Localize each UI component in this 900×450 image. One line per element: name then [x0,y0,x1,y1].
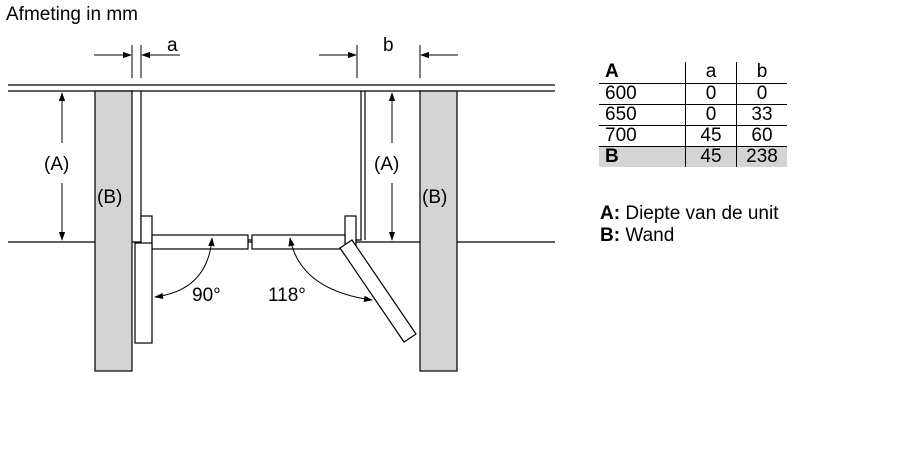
legend-text: Wand [625,225,675,246]
legend-item: B: Wand [600,225,779,247]
legend-item: A: Diepte van de unit [600,203,779,225]
wall-right [419,90,458,372]
table-row: 650 0 33 [599,104,787,126]
legend-text: Diepte van de unit [625,203,779,224]
legend-key: B: [600,225,621,246]
angle-label-118: 118° [268,285,306,306]
angle-label-90: 90° [192,285,221,306]
appliance-body [140,91,362,241]
door-left-closed [151,234,249,250]
table-row-highlighted: B 45 238 [599,146,787,167]
table-header-cell: a [685,62,737,84]
table-cell: B [599,146,686,167]
door-right-open-118 [339,239,417,343]
angle-arc-118 [288,237,373,303]
table-cell: 60 [751,125,773,146]
diagram-title: Afmeting in mm [6,4,138,25]
wall-left [94,90,133,372]
table-cell: 45 [685,125,737,147]
table-cell: 0 [685,104,737,126]
wall-left-label: (B) [97,187,122,208]
door-right-closed [251,234,346,250]
legend: A: Diepte van de unit B: Wand [600,203,779,247]
legend-key: A: [600,203,621,224]
table-header-row: A a b [599,62,787,84]
dim-a-label: a [167,35,178,56]
hinge-left [140,215,153,247]
table-header-cell: b [756,61,768,82]
wall-right-label: (B) [422,187,447,208]
dim-A-right-label: (A) [374,154,399,175]
dim-A-left-label: (A) [44,154,69,175]
dim-b-label: b [383,35,394,56]
door-left-open-90 [134,242,153,344]
table-cell: 45 [685,146,737,167]
table-row: 600 0 0 [599,83,787,105]
table-row: 700 45 60 [599,125,787,147]
table-cell: 0 [685,83,737,105]
angle-arc-90 [154,237,215,300]
table-cell: 0 [756,83,768,104]
table-cell: 700 [599,125,686,147]
dimension-table: A a b 600 0 0 650 0 33 700 45 60 B 45 23… [599,62,787,167]
table-cell: 600 [599,83,686,105]
table-cell: 33 [751,104,773,125]
table-cell: 650 [599,104,686,126]
table-header-cell: A [599,62,686,84]
table-cell: 238 [746,146,778,167]
